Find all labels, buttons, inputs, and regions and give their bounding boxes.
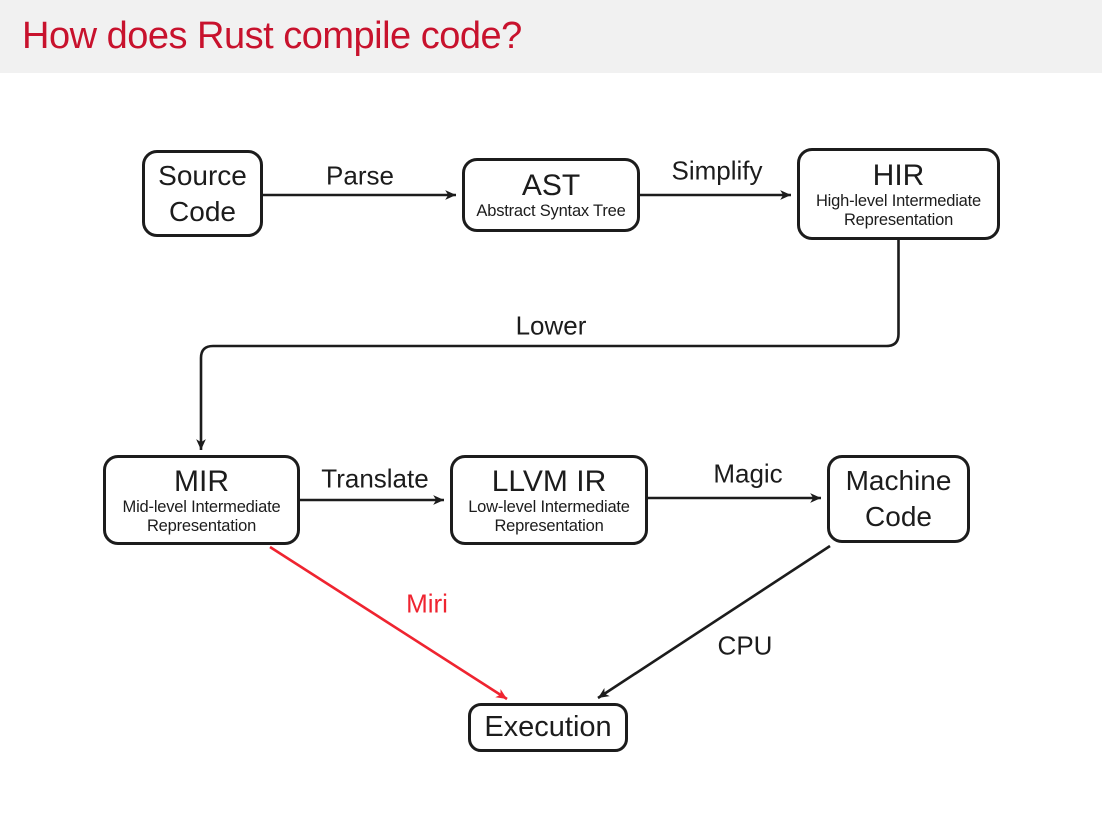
node-llvm-ir: LLVM IR Low-level Intermediate Represent… (450, 455, 648, 545)
node-source-code-label-line1: Source (158, 159, 247, 191)
node-ast-subtitle: Abstract Syntax Tree (476, 202, 626, 220)
edge-label-magic: Magic (713, 458, 783, 489)
arrow-lower (196, 240, 900, 450)
node-ast-title: AST (521, 169, 581, 202)
node-execution: Execution (468, 703, 628, 752)
arrow-cpu (597, 544, 831, 700)
edge-label-parse: Parse (326, 160, 394, 191)
node-mir-subtitle: Mid-level Intermediate Representation (122, 497, 281, 535)
node-mir-title: MIR (174, 464, 229, 498)
slide-header: How does Rust compile code? (0, 0, 1102, 73)
node-execution-title: Execution (484, 711, 612, 743)
node-source-code: Source Code (142, 150, 263, 237)
edge-label-cpu: CPU (717, 630, 773, 661)
edge-label-translate: Translate (321, 463, 429, 494)
node-machine-code: Machine Code (827, 455, 970, 543)
slide-title: How does Rust compile code? (22, 15, 522, 57)
node-source-code-label-line2: Code (169, 195, 236, 227)
node-mir: MIR Mid-level Intermediate Representatio… (103, 455, 300, 545)
edge-label-lower: Lower (515, 310, 587, 341)
node-ast: AST Abstract Syntax Tree (462, 158, 640, 232)
edge-label-simplify: Simplify (671, 155, 763, 186)
node-machine-code-label-line1: Machine (845, 465, 952, 496)
node-llvm-ir-subtitle: Low-level Intermediate Representation (468, 497, 630, 535)
edge-label-miri: Miri (406, 588, 448, 619)
node-machine-code-label-line2: Code (865, 501, 932, 532)
arrow-miri (269, 545, 508, 701)
node-hir-subtitle: High-level Intermediate Representation (815, 191, 982, 229)
node-hir-title: HIR (872, 158, 925, 192)
node-llvm-ir-title: LLVM IR (491, 464, 607, 498)
node-hir: HIR High-level Intermediate Representati… (797, 148, 1000, 240)
